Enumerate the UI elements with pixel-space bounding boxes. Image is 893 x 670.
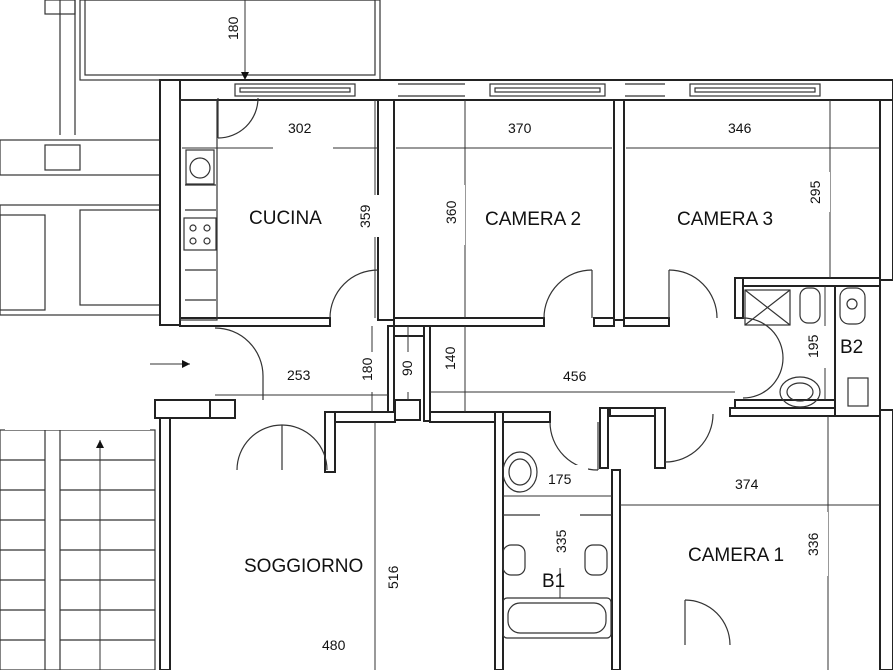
dim-label-370: 370 [508,120,532,136]
room-label-soggiorno: SOGGIORNO [244,556,363,577]
entrance-stairs [0,342,190,670]
dim-label-516: 516 [385,565,401,589]
dim-label-295: 295 [807,180,823,204]
bathroom-b1-fixtures [502,451,612,639]
entrance-arrow-icon [182,360,190,368]
dim-label-335: 335 [553,529,569,553]
windows-top [234,83,821,97]
dim-label-346: 346 [728,120,752,136]
room-labels: CUCINA CAMERA 2 CAMERA 3 SOGGIORNO CAMER… [244,208,863,592]
room-label-camera-2: CAMERA 2 [485,209,581,230]
dim-label-195: 195 [805,334,821,358]
redaction-box [5,342,150,430]
interior-walls [179,99,881,670]
dim-label-175: 175 [548,471,572,487]
room-label-cucina: CUCINA [249,208,322,229]
room-label-b2: B2 [840,337,863,358]
kitchen-counter [179,99,218,321]
dim-label-90: 90 [399,360,415,376]
dim-label-359: 359 [357,204,373,228]
dim-label-253: 253 [287,367,311,383]
dim-label-360: 360 [443,200,459,224]
room-label-camera-1: CAMERA 1 [688,545,784,566]
dim-label-374: 374 [735,476,759,492]
dim-label-302: 302 [288,120,312,136]
room-label-camera-3: CAMERA 3 [677,209,773,230]
dimension-labels: 180 302 370 346 295 359 360 253 180 90 1… [225,16,823,653]
dim-label-140: 140 [442,346,458,370]
top-left-landing [0,0,381,316]
room-label-b1: B1 [542,571,565,592]
label-backgrounds [270,112,830,665]
doors [214,97,784,646]
dim-label-456: 456 [563,368,587,384]
dim-label-480: 480 [322,637,346,653]
dim-label-180-mid: 180 [359,357,375,381]
outer-walls [154,79,893,670]
dim-label-336: 336 [805,532,821,556]
dim-label-180-top: 180 [225,16,241,40]
bathroom-b2-fixtures [744,287,869,408]
